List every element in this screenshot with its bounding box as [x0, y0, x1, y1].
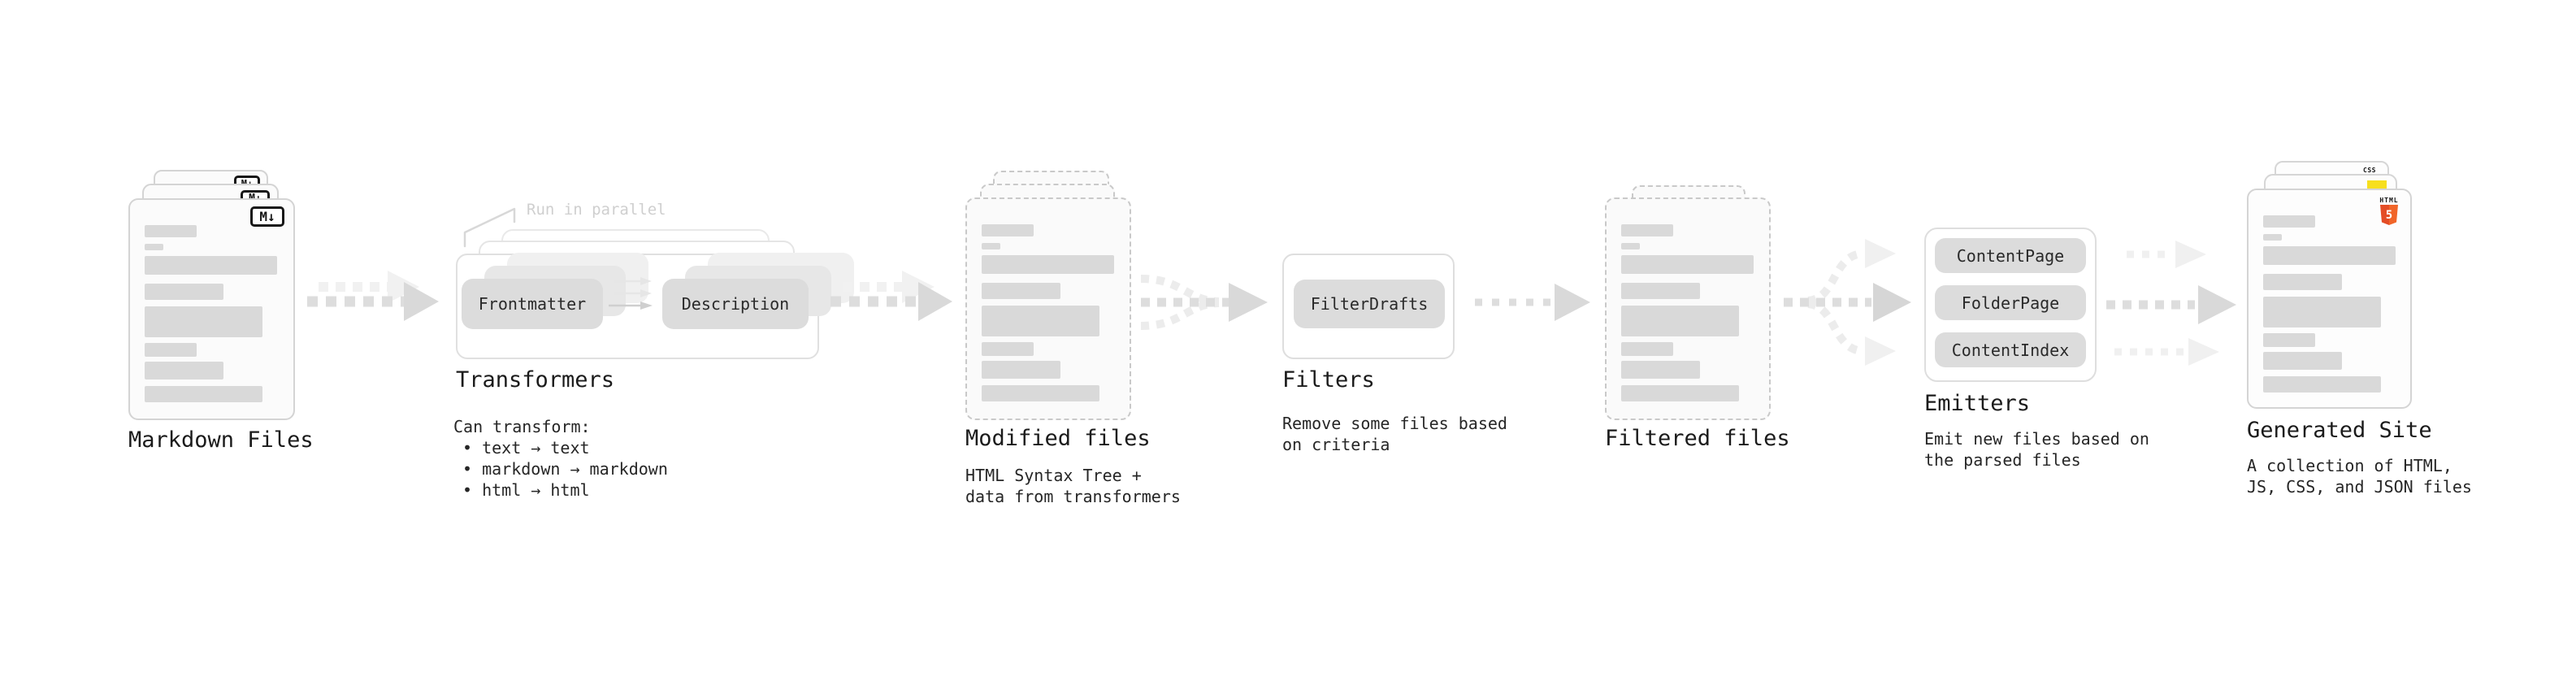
modified-page-front: [965, 197, 1131, 420]
filtered-page-front: [1605, 197, 1771, 420]
generated-desc-line: JS, CSS, and JSON files: [2247, 477, 2472, 497]
doc-content-bar: [1621, 255, 1754, 274]
doc-content-bar: [2263, 215, 2315, 228]
flow-arrow-filtered-to-emitters: [1784, 239, 1911, 366]
emitters-desc-line: the parsed files: [1924, 450, 2081, 470]
transformers-desc-title: Can transform:: [453, 417, 591, 436]
doc-content-bar: [2263, 274, 2342, 290]
doc-content-bar: [982, 361, 1060, 379]
filterdrafts-pill: FilterDrafts: [1294, 280, 1445, 328]
transformers-bullet: • html → html: [462, 480, 590, 500]
doc-content-bar: [145, 386, 262, 402]
html5-icon-number: 5: [2385, 208, 2393, 222]
transformers-bullet: • markdown → markdown: [462, 459, 668, 479]
filters-desc-line: Remove some files based: [1282, 414, 1507, 433]
run-in-parallel-annotation: Run in parallel: [527, 201, 666, 219]
doc-content-bar: [1621, 342, 1673, 356]
html5-icon-text: HTML: [2379, 197, 2399, 204]
doc-content-bar: [982, 342, 1034, 356]
frontmatter-pill: Frontmatter: [462, 279, 603, 329]
description-pill: Description: [662, 279, 809, 329]
generated-page-html: HTML 5: [2247, 189, 2412, 409]
doc-content-bar: [1621, 306, 1739, 336]
contentindex-pill: ContentIndex: [1935, 332, 2086, 367]
emitters-desc-line: Emit new files based on: [1924, 429, 2149, 449]
doc-content-bar: [145, 306, 262, 337]
css-icon-text: CSS: [2363, 167, 2376, 174]
doc-content-bar: [982, 255, 1114, 274]
transformers-bullet: • text → text: [462, 438, 590, 458]
doc-content-bar: [982, 224, 1034, 236]
filters-desc-line: on criteria: [1282, 435, 1390, 454]
doc-content-bar: [982, 243, 1000, 249]
doc-content-bar: [1621, 361, 1700, 379]
filters-label: Filters: [1282, 367, 1375, 393]
html5-icon-shield: 5: [2380, 205, 2398, 225]
modified-desc-line: HTML Syntax Tree +: [965, 466, 1142, 485]
markdown-page-front: M↓: [128, 198, 295, 420]
filters-description: Remove some files based on criteria: [1282, 413, 1507, 455]
modified-desc-line: data from transformers: [965, 487, 1181, 506]
flow-arrow-filters-to-filtered: [1475, 284, 1590, 321]
markdown-files-label: Markdown Files: [128, 427, 314, 453]
doc-content-bar: [1621, 243, 1640, 249]
annotation-leader-line: [463, 207, 516, 248]
markdown-icon: M↓: [250, 206, 284, 227]
html5-icon: HTML 5: [2379, 197, 2400, 225]
modified-files-description: HTML Syntax Tree + data from transformer…: [965, 465, 1181, 507]
transformers-label: Transformers: [456, 367, 615, 393]
doc-content-bar: [2263, 246, 2396, 265]
generated-site-description: A collection of HTML, JS, CSS, and JSON …: [2247, 455, 2472, 497]
doc-content-bar: [1621, 283, 1700, 299]
doc-content-bar: [145, 343, 197, 357]
transformer-step-arrows: [609, 277, 653, 310]
filtered-files-label: Filtered files: [1605, 426, 1790, 451]
doc-content-bar: [145, 256, 277, 275]
generated-site-label: Generated Site: [2247, 418, 2432, 443]
folderpage-pill: FolderPage: [1935, 285, 2086, 320]
flow-arrow-emitters-to-generated: [2106, 241, 2236, 366]
generated-desc-line: A collection of HTML,: [2247, 456, 2452, 475]
doc-content-bar: [1621, 385, 1739, 401]
doc-content-bar: [145, 284, 223, 300]
doc-content-bar: [1621, 224, 1673, 236]
doc-content-bar: [145, 225, 197, 237]
doc-content-bar: [145, 362, 223, 380]
doc-content-bar: [982, 385, 1099, 401]
doc-content-bar: [982, 306, 1099, 336]
flow-arrow-transformers-to-modified: [830, 271, 952, 321]
emitters-label: Emitters: [1924, 391, 2031, 416]
doc-content-bar: [2263, 234, 2282, 241]
modified-files-label: Modified files: [965, 426, 1151, 451]
doc-content-bar: [2263, 297, 2381, 327]
flow-arrow-markdown-to-transformers: [307, 271, 439, 321]
emitters-description: Emit new files based on the parsed files: [1924, 428, 2149, 471]
doc-content-bar: [2263, 333, 2315, 347]
doc-content-bar: [145, 244, 163, 250]
flow-arrow-modified-to-filters: [1140, 275, 1268, 330]
doc-content-bar: [2263, 376, 2381, 393]
doc-content-bar: [2263, 352, 2342, 370]
doc-content-bar: [982, 283, 1060, 299]
transformers-description: Can transform: • text → text • markdown …: [453, 416, 668, 501]
contentpage-pill: ContentPage: [1935, 238, 2086, 273]
